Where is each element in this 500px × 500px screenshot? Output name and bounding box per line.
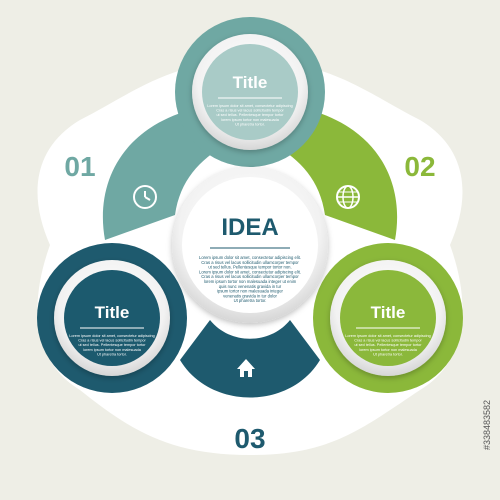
node-left [54, 260, 170, 376]
center-title: IDEA [221, 214, 278, 241]
body-text-line: Lorem ipsum dolor sit amet, consectetur … [207, 104, 292, 108]
body-text-line: Lorem ipsum dolor sit amet, consectetur … [199, 255, 301, 260]
connector-navy [180, 320, 320, 398]
center-idea [172, 167, 328, 323]
globe-icon [336, 185, 360, 209]
body-text-line: Ut pharetra tortor. [234, 298, 267, 303]
body-text-line: Lorem ipsum dolor sit amet, consectetur … [69, 334, 154, 338]
home-icon [237, 359, 255, 377]
body-text-line: ut sed tellus. Pellentesque tempor torto… [216, 113, 284, 117]
body-text-line: Cras a risus vel lacus sollicitudin ulla… [201, 274, 299, 279]
body-text-line: ipsum tortor non malesuada integer [217, 289, 283, 294]
center-body: Lorem ipsum dolor sit amet, consectetur … [199, 255, 301, 303]
body-text-line: Cras a risus vel lacus sollicitudin temp… [354, 339, 422, 343]
body-text-line: Cras a risus vel lacus sollicitudin ulla… [201, 260, 299, 265]
body-text-line: lorem ipsum tortor non malesuada [359, 348, 418, 352]
node-right-title: Title [371, 303, 406, 322]
body-text-line: Cras a risus vel lacus sollicitudin temp… [78, 339, 146, 343]
node-left-body: Lorem ipsum dolor sit amet, consectetur … [69, 334, 154, 356]
body-text-line: ut sed tellus. Pellentesque tempor torto… [354, 343, 422, 347]
step-number-01: 01 [64, 151, 95, 182]
node-top-title: Title [233, 73, 268, 92]
body-text-line: lorem ipsum tortor non malesuada integer… [204, 279, 297, 284]
body-text-line: Lorem ipsum dolor sit amet, consectetur … [345, 334, 430, 338]
body-text-line: ut sed tellus. Pellentesque tempor torto… [78, 343, 146, 347]
body-text-line: quis nunc venenatis gravida in tur [219, 284, 282, 289]
body-text-line: venenatis gravida in tur dolor [223, 293, 277, 298]
node-right [330, 260, 446, 376]
body-text-line: ut sed tellus. Pellentesque tempor torto… [208, 265, 291, 270]
body-text-line: lorem ipsum tortor non malesuada [221, 118, 280, 122]
body-text-line: Ut pharetra tortor. [373, 352, 403, 356]
connector-green [275, 110, 398, 240]
node-right-body: Lorem ipsum dolor sit amet, consectetur … [345, 334, 430, 356]
body-text-line: Lorem ipsum dolor sit amet, consectetur … [199, 269, 301, 274]
node-left-title: Title [95, 303, 130, 322]
body-text-line: Cras a risus vel lacus sollicitudin temp… [216, 109, 284, 113]
body-text-line: Ut pharetra tortor. [97, 352, 127, 356]
node-top [192, 34, 308, 150]
body-text-line: Ut pharetra tortor. [235, 122, 265, 126]
clock-icon [133, 185, 157, 209]
step-number-02: 02 [404, 151, 435, 182]
connector-teal [102, 110, 225, 240]
watermark-id: #338483582 [482, 400, 492, 450]
body-text-line: lorem ipsum tortor non malesuada [83, 348, 142, 352]
node-top-body: Lorem ipsum dolor sit amet, consectetur … [207, 104, 292, 126]
step-number-03: 03 [234, 423, 265, 454]
